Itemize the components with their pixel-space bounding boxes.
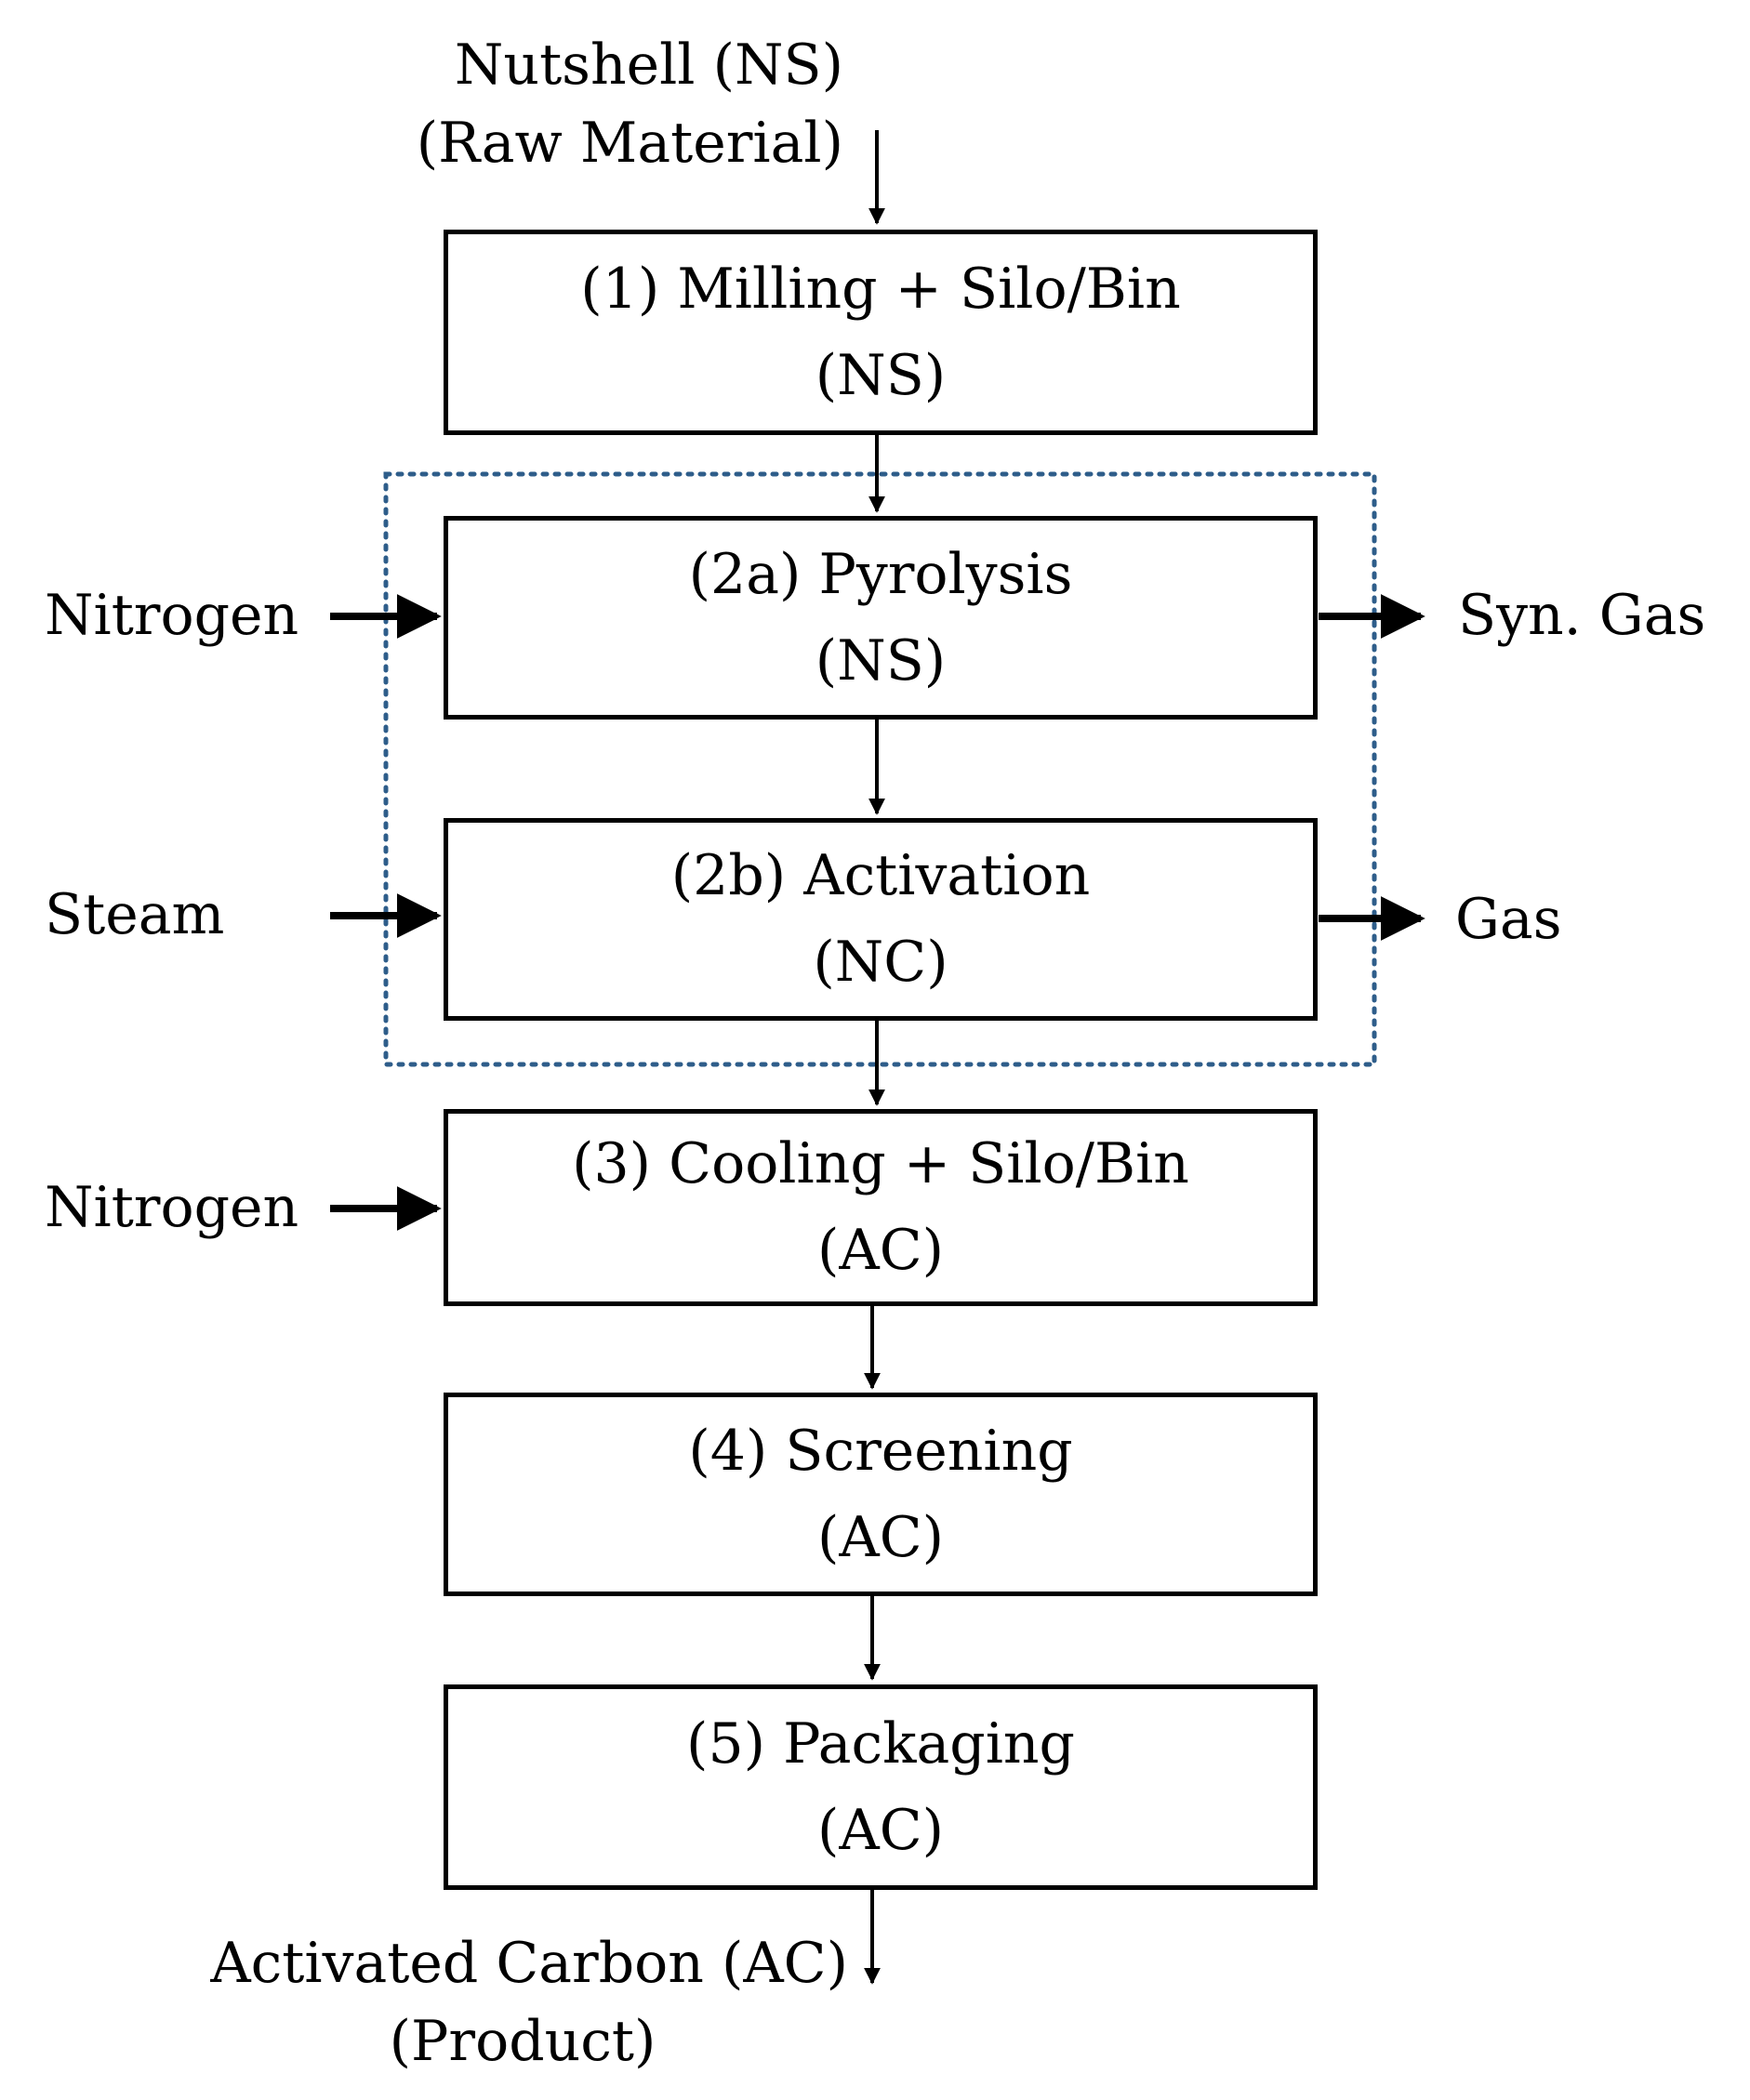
product-label: Activated Carbon (AC) (Product) [160, 1924, 848, 2080]
step-pyrolysis-title: (2a) Pyrolysis [688, 541, 1073, 607]
output-gas-label: Gas [1455, 887, 1562, 952]
step-milling-title: (1) Milling + Silo/Bin [580, 256, 1181, 322]
step-activation-box: (2b) Activation (NC) [444, 818, 1318, 1021]
step-cooling-material: (AC) [816, 1218, 945, 1283]
step-screening-title: (4) Screening [688, 1418, 1073, 1484]
step-milling-material: (NS) [815, 342, 947, 408]
raw-material-label: Nutshell (NS) (Raw Material) [417, 26, 843, 182]
step-activation-title: (2b) Activation [670, 843, 1091, 908]
output-syngas-label: Syn. Gas [1458, 583, 1706, 648]
step-packaging-box: (5) Packaging (AC) [444, 1684, 1318, 1890]
step-screening-material: (AC) [816, 1504, 945, 1570]
step-screening-box: (4) Screening (AC) [444, 1393, 1318, 1596]
step-activation-material: (NC) [813, 930, 948, 995]
raw-material-name: Nutshell (NS) [454, 33, 843, 98]
product-name: Activated Carbon (AC) [210, 1931, 848, 1996]
step-cooling-title: (3) Cooling + Silo/Bin [572, 1131, 1189, 1196]
raw-material-role: (Raw Material) [416, 111, 843, 176]
step-pyrolysis-box: (2a) Pyrolysis (NS) [444, 516, 1318, 720]
step-packaging-material: (AC) [816, 1797, 945, 1863]
step-milling-box: (1) Milling + Silo/Bin (NS) [444, 230, 1318, 435]
input-steam-label: Steam [45, 882, 225, 947]
step-cooling-box: (3) Cooling + Silo/Bin (AC) [444, 1109, 1318, 1306]
product-role: (Product) [389, 2009, 656, 2074]
input-nitrogen-pyrolysis-label: Nitrogen [45, 583, 299, 648]
input-nitrogen-cooling-label: Nitrogen [45, 1175, 299, 1240]
step-pyrolysis-material: (NS) [815, 627, 947, 693]
step-packaging-title: (5) Packaging [686, 1710, 1075, 1776]
